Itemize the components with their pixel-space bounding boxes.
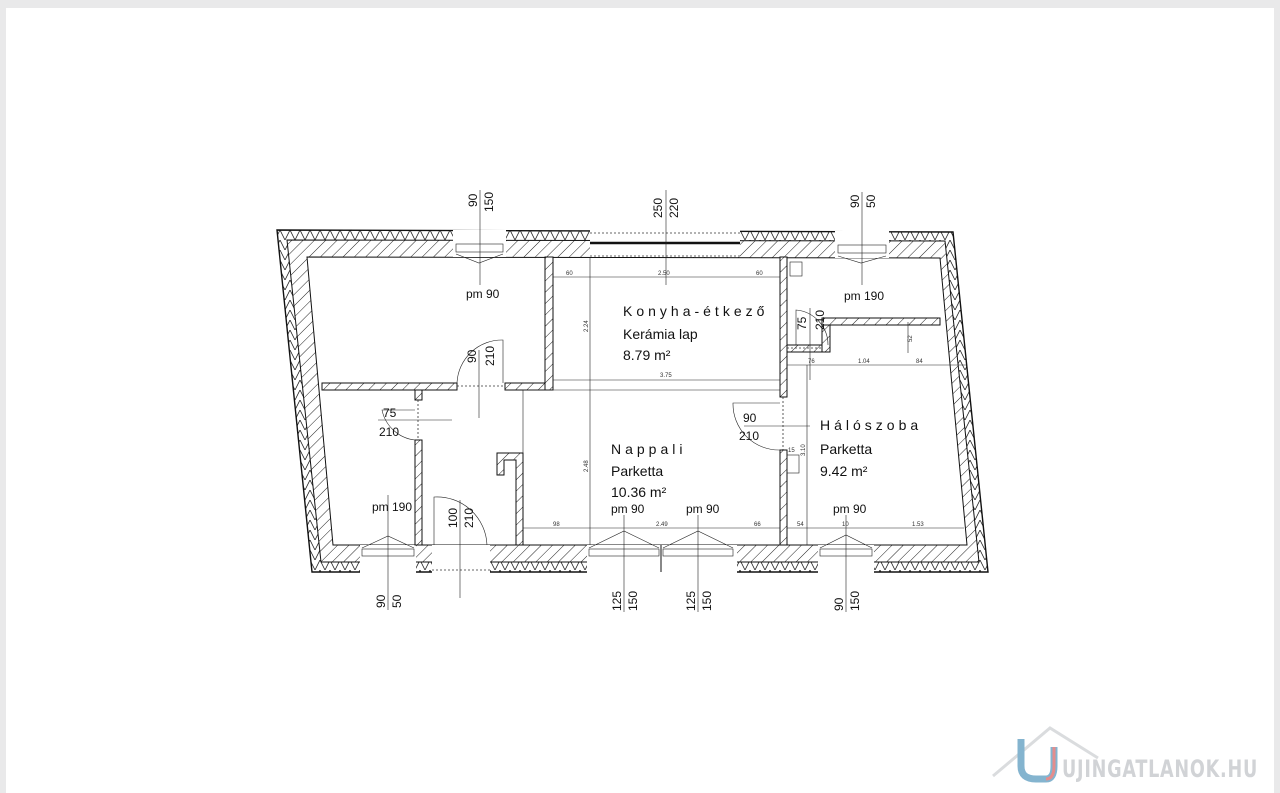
tag: 75 <box>795 316 809 330</box>
room-bedroom: Hálószoba Parketta 9.42 m² <box>820 417 922 479</box>
dim: 10 <box>842 522 849 528</box>
room-floor: Parketta <box>611 463 663 479</box>
tag: 210 <box>483 346 497 366</box>
tag: pm 190 <box>844 289 884 303</box>
room-area: 9.42 m² <box>820 463 868 479</box>
dim: 2.50 <box>658 271 670 277</box>
dim: 2.49 <box>656 522 668 528</box>
room-floor: Kerámia lap <box>623 326 698 342</box>
tag: 90 <box>743 411 757 425</box>
tag: 210 <box>813 310 827 330</box>
tag: 210 <box>739 429 759 443</box>
dim: 2.48 <box>584 460 590 472</box>
tag: pm 90 <box>833 502 867 516</box>
exterior-walls <box>276 229 989 573</box>
dimension-lines <box>378 190 967 612</box>
room-kitchen: Konyha-étkező Kerámia lap 8.79 m² <box>623 303 768 363</box>
room-living: Nappali Parketta 10.36 m² <box>611 441 686 500</box>
room-name: Konyha-étkező <box>623 303 768 319</box>
room-area: 8.79 m² <box>623 347 671 363</box>
room-area: 10.36 m² <box>611 484 667 500</box>
interior-walls <box>321 256 941 546</box>
tag: 125 <box>684 591 698 611</box>
tag: 100 <box>446 508 460 528</box>
dim: 2.24 <box>584 320 590 332</box>
door-swings <box>381 309 829 546</box>
tag: 150 <box>848 591 862 611</box>
tag: 50 <box>390 594 404 608</box>
svg-text:UJINGATLANOK.HU: UJINGATLANOK.HU <box>1062 755 1258 783</box>
tag: pm 90 <box>686 502 720 516</box>
wall-openings <box>360 230 889 573</box>
tag: 90 <box>465 349 479 363</box>
room-name: Hálószoba <box>820 417 922 433</box>
tag: pm 190 <box>372 500 412 514</box>
dim: 1.53 <box>912 522 924 528</box>
dim: 60 <box>566 271 573 277</box>
dim: 52 <box>908 335 914 342</box>
dim: 15 <box>788 448 795 454</box>
room-name: Nappali <box>611 441 686 457</box>
tag: pm 90 <box>611 502 645 516</box>
tag: 210 <box>462 508 476 528</box>
tag: 150 <box>700 591 714 611</box>
dim: 3.10 <box>801 444 807 456</box>
dim: 3.75 <box>660 373 672 379</box>
tag: 150 <box>482 192 496 212</box>
dimension-labels: 60 2.50 60 2.24 3.75 52 76 1.04 84 2.48 … <box>553 271 924 528</box>
tag: 90 <box>374 594 388 608</box>
dim: 54 <box>797 522 804 528</box>
dim: 76 <box>808 359 815 365</box>
tag: 90 <box>466 193 480 207</box>
tag: 90 <box>832 597 846 611</box>
tag: 150 <box>626 591 640 611</box>
tag: 50 <box>864 194 878 208</box>
dim: 66 <box>754 522 761 528</box>
dim: 60 <box>756 271 763 277</box>
dim: 1.04 <box>858 359 870 365</box>
tag: 90 <box>848 194 862 208</box>
tag: 125 <box>610 591 624 611</box>
tag: pm 90 <box>466 287 500 301</box>
tag: 220 <box>667 198 681 218</box>
logo-u-icon <box>1017 739 1058 783</box>
tag: 250 <box>651 198 665 218</box>
tag: 75 <box>383 406 397 420</box>
dim: 84 <box>916 359 923 365</box>
tag: 210 <box>379 425 399 439</box>
opening-tags: 90 150 pm 90 250 220 90 50 pm 190 pm 190… <box>372 192 884 611</box>
room-floor: Parketta <box>820 441 872 457</box>
dim: 98 <box>553 522 560 528</box>
logo-watermark: UJINGATLANOK.HU <box>992 726 1258 783</box>
